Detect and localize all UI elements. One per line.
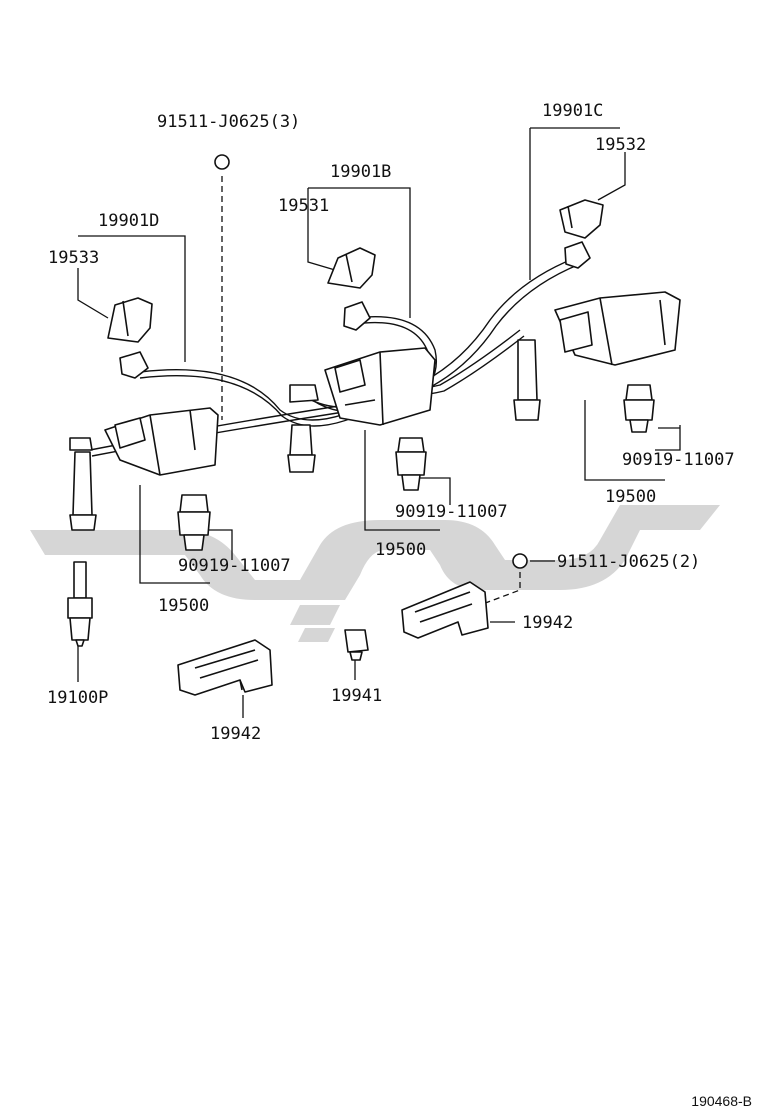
clip-19941 — [344, 629, 369, 661]
coil-right — [554, 291, 681, 366]
diagram-code: 190468-B — [691, 1093, 752, 1109]
label-wire-d: 19901D — [98, 211, 159, 231]
boot-19531 — [327, 247, 376, 289]
plug-connector-middle — [395, 437, 427, 491]
label-bolt-top: 91511-J0625(3) — [157, 112, 300, 132]
boot-19533 — [107, 297, 153, 343]
bracket-right — [401, 581, 489, 639]
wire-caps — [69, 241, 591, 531]
label-plug-right: 90919-11007 — [622, 450, 735, 470]
label-clip: 19941 — [331, 686, 382, 706]
label-plug-left: 90919-11007 — [178, 556, 291, 576]
label-coil-middle: 19500 — [375, 540, 426, 560]
plug-connector-right — [623, 384, 655, 433]
label-wire-b: 19901B — [330, 162, 391, 182]
spark-plug — [67, 561, 93, 647]
label-bracket-right: 19942 — [522, 613, 573, 633]
label-wire-c: 19901C — [542, 101, 603, 121]
label-coil-left: 19500 — [158, 596, 209, 616]
bolt-marker-right — [512, 553, 528, 569]
label-plug-middle: 90919-11007 — [395, 502, 508, 522]
coil-left — [104, 407, 219, 476]
watermark-logo — [30, 505, 720, 642]
label-boot-b: 19531 — [278, 196, 329, 216]
label-bracket-left: 19942 — [210, 724, 261, 744]
bracket-left — [177, 639, 273, 696]
leader-lines — [77, 127, 681, 718]
boot-19532 — [559, 199, 604, 239]
bolt-marker-top — [214, 154, 230, 170]
plug-connector-left — [177, 494, 211, 551]
label-boot-c: 19532 — [595, 135, 646, 155]
coil-middle — [324, 347, 436, 426]
label-coil-right: 19500 — [605, 487, 656, 507]
label-boot-d: 19533 — [48, 248, 99, 268]
label-bolt-right: 91511-J0625(2) — [557, 552, 700, 572]
label-spark-plug: 19100P — [47, 688, 108, 708]
